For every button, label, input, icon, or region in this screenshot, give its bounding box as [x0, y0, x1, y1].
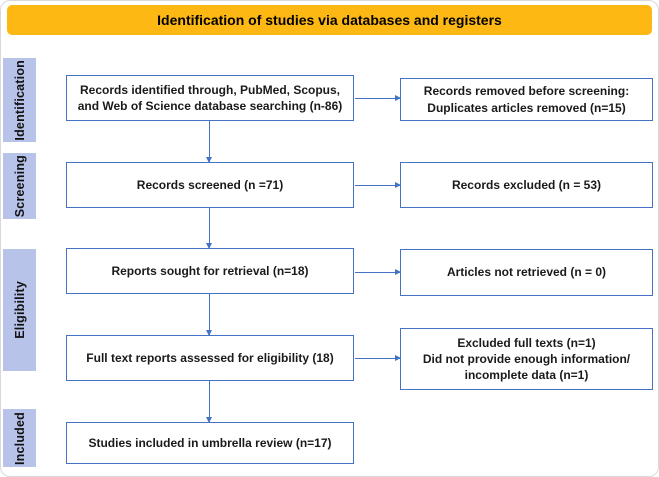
arrow-identified-to-screened: [205, 121, 212, 163]
box-records-removed: Records removed before screening: Duplic…: [400, 78, 653, 121]
stage-label-eligibility-text: Eligibility: [12, 281, 27, 339]
arrow-identified-to-removed: [355, 94, 401, 101]
arrow-assessed-to-excludedfull: [355, 354, 401, 361]
box-records-screened: Records screened (n =71): [66, 162, 354, 208]
box-excluded-fulltext-line2: Did not provide enough information/: [422, 351, 631, 366]
stage-label-screening: Screening: [3, 153, 36, 219]
box-reports-sought: Reports sought for retrieval (n=18): [66, 248, 354, 294]
arrow-sought-to-notretrieved: [355, 268, 401, 275]
arrow-assessed-to-included: [205, 381, 212, 423]
box-records-removed-line1: Records removed before screening:: [423, 84, 630, 99]
arrow-screened-to-sought: [205, 208, 212, 249]
stage-label-identification: Identification: [3, 58, 36, 142]
box-records-excluded: Records excluded (n = 53): [400, 162, 653, 208]
box-records-identified-line2: and Web of Science database searching (n…: [77, 99, 343, 113]
box-excluded-fulltext: Excluded full texts (n=1) Did not provid…: [400, 328, 653, 390]
box-studies-included-line1: Studies included in umbrella review (n=1…: [88, 435, 332, 450]
stage-label-included-text: Included: [12, 411, 27, 465]
box-fulltext-assessed-line1: Full text reports assessed for eligibili…: [86, 350, 334, 365]
box-excluded-fulltext-line3: incomplete data (n=1): [464, 368, 589, 383]
stage-label-screening-text: Screening: [12, 154, 27, 218]
box-fulltext-assessed: Full text reports assessed for eligibili…: [66, 335, 354, 381]
stage-label-identification-text: Identification: [12, 59, 27, 141]
box-articles-not-retrieved-line1: Articles not retrieved (n = 0): [446, 265, 607, 280]
box-reports-sought-line1: Reports sought for retrieval (n=18): [111, 263, 309, 278]
box-articles-not-retrieved: Articles not retrieved (n = 0): [400, 249, 653, 296]
box-records-excluded-line1: Records excluded (n = 53): [451, 177, 602, 192]
banner-title: Identification of studies via databases …: [7, 5, 652, 35]
arrow-sought-to-assessed: [205, 294, 212, 336]
box-records-identified-line1: Records identified through, PubMed, Scop…: [79, 82, 340, 97]
box-records-identified: Records identified through, PubMed, Scop…: [66, 75, 354, 121]
stage-label-eligibility: Eligibility: [3, 249, 36, 371]
box-records-screened-line1: Records screened (n =71): [136, 177, 284, 192]
arrow-screened-to-excluded: [355, 181, 401, 188]
box-studies-included: Studies included in umbrella review (n=1…: [66, 422, 354, 464]
stage-label-included: Included: [3, 409, 36, 467]
box-records-removed-line2: Duplicates articles removed (n=15): [427, 100, 626, 115]
box-excluded-fulltext-line1: Excluded full texts (n=1): [457, 335, 596, 350]
